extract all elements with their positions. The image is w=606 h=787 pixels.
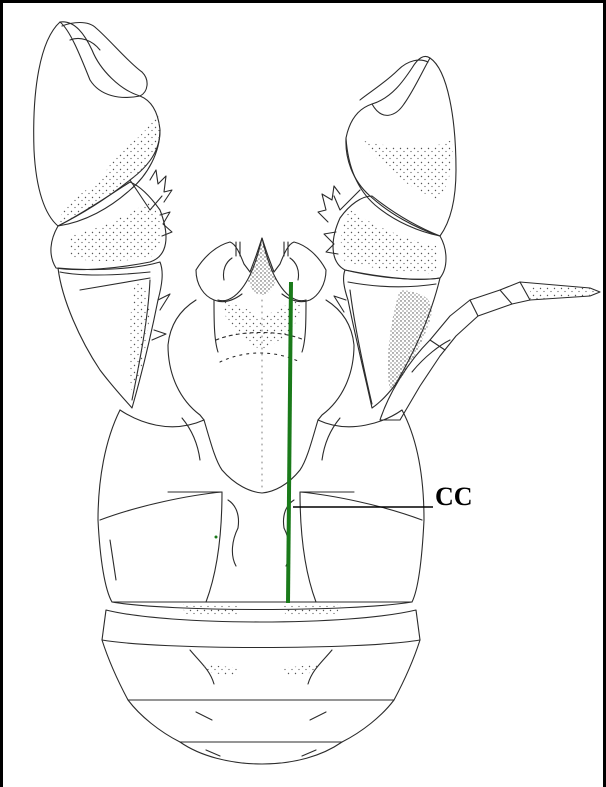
right-merus <box>334 270 440 408</box>
left-merus <box>58 262 170 408</box>
cc-label: CC <box>435 484 473 510</box>
abdomen <box>98 410 424 602</box>
tail-segments <box>102 602 420 764</box>
measure-mark <box>215 536 218 539</box>
